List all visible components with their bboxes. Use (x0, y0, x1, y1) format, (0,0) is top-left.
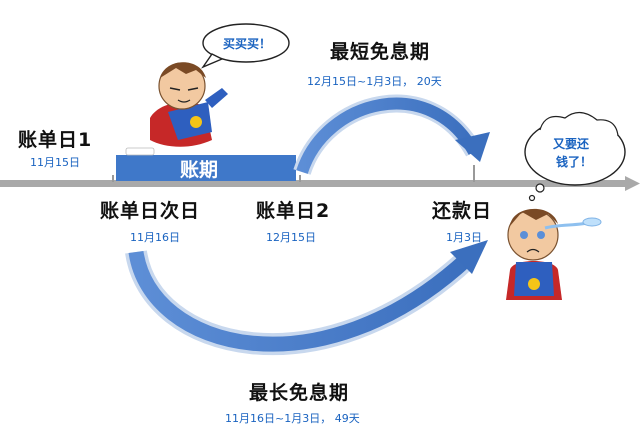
period-bar-label: 账期 (180, 159, 219, 181)
cape-scrap (125, 147, 155, 156)
bill-day-2-label: 账单日2 (256, 200, 331, 222)
bill-day-next-label: 账单日次日 (100, 200, 201, 222)
timeline-axis (0, 165, 640, 191)
repay-day-date: 1月3日 (446, 231, 482, 244)
repay-bubble-text-line1: 又要还 (553, 137, 590, 151)
shortest-period-detail: 12月15日~1月3日， 20天 (307, 75, 442, 88)
bill-day-next-date: 11月16日 (130, 231, 180, 244)
shortest-period-arrowhead-icon (455, 132, 490, 162)
period-bar (116, 155, 296, 181)
superhero-flying-icon (150, 62, 228, 147)
longest-period-title: 最长免息期 (249, 382, 350, 404)
buy-bubble-text: 买买买！ (223, 37, 272, 51)
repay-bubble-text-line2: 钱了！ (556, 155, 593, 169)
bill-day-2-date: 12月15日 (266, 231, 316, 244)
longest-period-detail: 11月16日~1月3日， 49天 (225, 412, 360, 425)
bill-day-1-date: 11月15日 (30, 156, 80, 169)
speech-bubble-repay (524, 111, 626, 202)
bill-day-1-label: 账单日1 (18, 129, 93, 151)
shortest-period-title: 最短免息期 (330, 41, 431, 63)
repay-day-label: 还款日 (432, 200, 493, 222)
axis-arrowhead-icon (625, 176, 640, 191)
speech-bubble-buy (201, 23, 290, 69)
shortest-period-arc (296, 97, 480, 175)
superhero-crying-icon (506, 208, 602, 300)
longest-period-arc (128, 250, 474, 352)
longest-period-arrowhead-icon (450, 240, 488, 274)
